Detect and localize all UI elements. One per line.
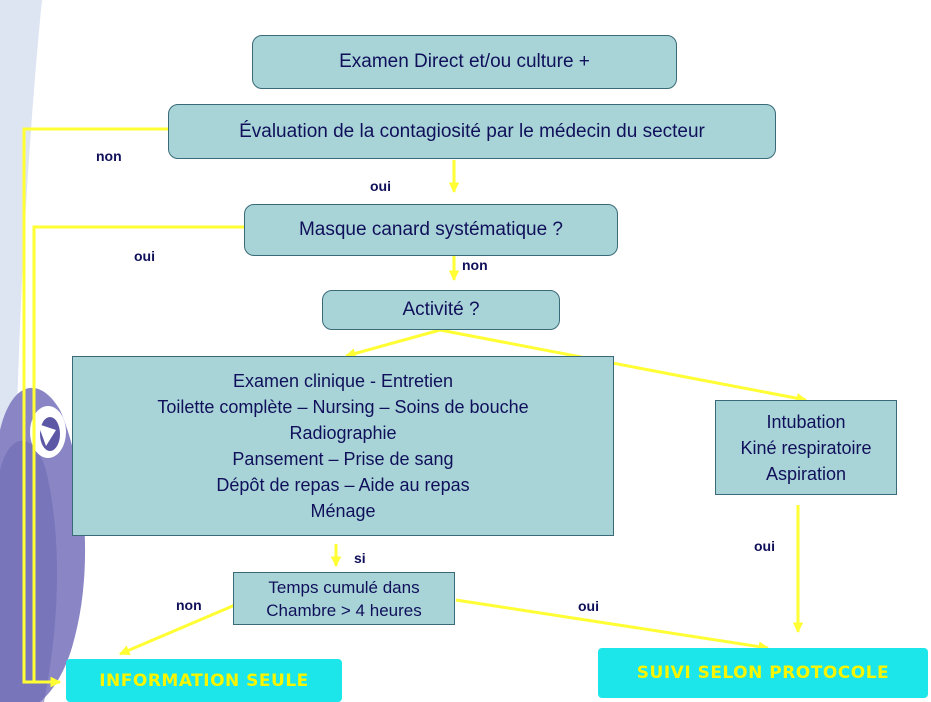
intub-item: Aspiration	[765, 463, 847, 484]
activity-item: Radiographie	[289, 423, 397, 443]
box-examen-direct-text: Examen Direct et/ou culture +	[339, 51, 590, 72]
box-examen-direct: Examen Direct et/ou culture +	[252, 35, 677, 89]
swirl-logo-icon	[30, 406, 66, 458]
box-information-seule: INFORMATION SEULE	[66, 659, 342, 702]
box-masque-text: Masque canard systématique ?	[298, 219, 564, 240]
label-non-masque: non	[462, 257, 488, 273]
label-oui-masque: oui	[134, 248, 155, 264]
temps-line: Chambre > 4 heures	[266, 600, 422, 620]
activity-item: Ménage	[310, 501, 376, 521]
temps-line: Temps cumulé dans	[268, 577, 420, 597]
activity-item: Toilette complète – Nursing – Soins de b…	[157, 397, 529, 417]
activity-item: Dépôt de repas – Aide au repas	[216, 475, 470, 495]
suivi-protocole-text: SUIVI SELON PROTOCOLE	[636, 663, 890, 683]
box-suivi-protocole: SUIVI SELON PROTOCOLE	[598, 648, 928, 698]
box-evaluation-text: Évaluation de la contagiosité par le méd…	[239, 120, 705, 142]
box-activities-list: Examen clinique - Entretien Toilette com…	[72, 356, 614, 536]
activity-item: Examen clinique - Entretien	[232, 371, 454, 391]
label-oui-intub: oui	[754, 538, 775, 554]
label-non-temps: non	[176, 597, 202, 613]
box-temps-cumule: Temps cumulé dans Chambre > 4 heures	[233, 572, 455, 625]
box-activite-text: Activité ?	[402, 299, 480, 320]
label-oui-eval: oui	[370, 178, 391, 194]
intub-item: Kiné respiratoire	[740, 437, 872, 458]
box-intubation: Intubation Kiné respiratoire Aspiration	[715, 400, 897, 495]
box-evaluation-contagiosite: Évaluation de la contagiosité par le méd…	[168, 104, 776, 159]
activity-item: Pansement – Prise de sang	[232, 449, 454, 469]
box-masque-canard: Masque canard systématique ?	[244, 204, 618, 256]
label-si: si	[354, 550, 366, 566]
intub-item: Intubation	[766, 411, 846, 432]
label-non-eval: non	[96, 148, 122, 164]
label-oui-temps: oui	[578, 598, 599, 614]
information-seule-text: INFORMATION SEULE	[99, 670, 309, 691]
box-activite: Activité ?	[322, 290, 560, 330]
